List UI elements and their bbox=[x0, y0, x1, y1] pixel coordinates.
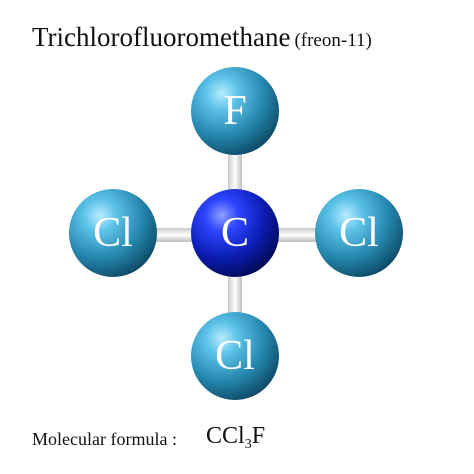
bond-right bbox=[276, 228, 318, 242]
formula-subscript: 3 bbox=[244, 437, 252, 452]
compound-name: Trichlorofluoromethane bbox=[32, 22, 291, 52]
atom-center-symbol: C bbox=[221, 210, 249, 256]
bond-top bbox=[228, 148, 242, 196]
formula-label: Molecular formula : bbox=[32, 429, 177, 449]
atom-bottom-symbol: Cl bbox=[215, 333, 255, 379]
atom-top: F bbox=[191, 67, 279, 155]
compound-alias: (freon-11) bbox=[294, 30, 372, 51]
formula-value: CCl3F bbox=[206, 424, 265, 452]
atom-left-symbol: Cl bbox=[93, 210, 133, 256]
atom-right-symbol: Cl bbox=[339, 210, 379, 256]
formula-part2: F bbox=[251, 423, 266, 449]
bond-bottom bbox=[228, 274, 242, 318]
atom-right: Cl bbox=[315, 189, 403, 277]
atom-bottom: Cl bbox=[191, 312, 279, 400]
atom-center: C bbox=[191, 189, 279, 277]
atom-left: Cl bbox=[69, 189, 157, 277]
formula-part1: CCl bbox=[206, 423, 245, 449]
page-title: Trichlorofluoromethane (freon-11) bbox=[32, 24, 372, 51]
bond-left bbox=[152, 228, 194, 242]
atom-top-symbol: F bbox=[223, 88, 246, 134]
